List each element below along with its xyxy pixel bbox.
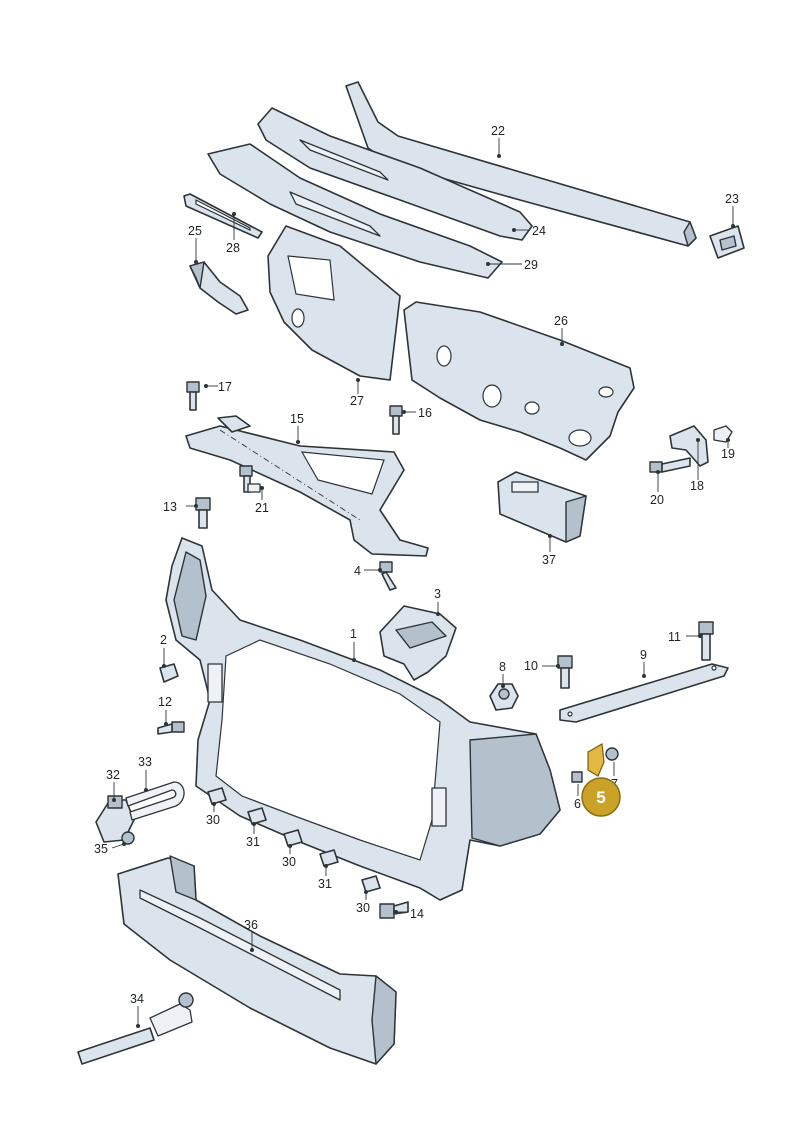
bolt-16 bbox=[389, 405, 403, 435]
callout-18: 18 bbox=[690, 479, 704, 493]
callout-20: 20 bbox=[650, 493, 664, 507]
leader-lines bbox=[111, 138, 735, 1028]
callout-3: 3 bbox=[434, 587, 441, 601]
part-35-nut bbox=[121, 831, 135, 845]
part-7-nut bbox=[605, 747, 619, 761]
bolt-17 bbox=[186, 381, 200, 411]
callout-23: 23 bbox=[725, 192, 739, 206]
part-18-bracket bbox=[669, 425, 709, 467]
part-19-clip bbox=[713, 425, 733, 443]
callout-28: 28 bbox=[226, 241, 240, 255]
callout-19: 19 bbox=[721, 447, 735, 461]
part-9-bar bbox=[559, 663, 729, 723]
callout-labels: 22 23 24 29 25 28 26 27 17 16 15 21 13 1… bbox=[94, 124, 739, 1006]
badge-circle bbox=[581, 777, 621, 817]
callout-30b: 30 bbox=[282, 855, 296, 869]
part-29-plenum-lower bbox=[207, 143, 503, 279]
callout-17: 17 bbox=[218, 380, 232, 394]
part-5-highlighted-bracket bbox=[587, 743, 605, 777]
callout-33: 33 bbox=[138, 755, 152, 769]
callout-31b: 31 bbox=[318, 877, 332, 891]
clip-30b bbox=[283, 829, 303, 847]
bolt-11 bbox=[698, 621, 714, 661]
part-33-u-bolt bbox=[125, 781, 185, 821]
part-23-clip bbox=[709, 225, 745, 259]
callout-32: 32 bbox=[106, 768, 120, 782]
clip-30c bbox=[361, 875, 381, 893]
clip-30a bbox=[207, 787, 227, 805]
callout-9: 9 bbox=[640, 648, 647, 662]
part-20-bolt bbox=[649, 457, 691, 473]
part-2-clip bbox=[159, 663, 179, 683]
callout-22: 22 bbox=[491, 124, 505, 138]
callout-8: 8 bbox=[499, 660, 506, 674]
bolt-12 bbox=[157, 721, 185, 735]
callout-11: 11 bbox=[668, 630, 681, 644]
part-27-insulation-left bbox=[267, 225, 401, 381]
callout-2: 2 bbox=[160, 633, 167, 647]
callout-16: 16 bbox=[418, 406, 432, 420]
callout-1: 1 bbox=[350, 627, 357, 641]
callout-35: 35 bbox=[94, 842, 108, 856]
callout-31a: 31 bbox=[246, 835, 260, 849]
part-3-bracket bbox=[379, 605, 457, 681]
part-26-insulation-right bbox=[403, 301, 635, 461]
highlight-badge-5[interactable]: 5 bbox=[581, 777, 621, 817]
callout-30c: 30 bbox=[356, 901, 370, 915]
callout-15: 15 bbox=[290, 412, 304, 426]
callout-24: 24 bbox=[532, 224, 546, 238]
bolt-4 bbox=[379, 561, 397, 591]
part-6-bolt bbox=[571, 771, 583, 783]
badge-label: 5 bbox=[596, 788, 605, 807]
assembly-line bbox=[219, 429, 361, 521]
callout-6: 6 bbox=[574, 797, 581, 811]
callout-25: 25 bbox=[188, 224, 202, 238]
callout-12: 12 bbox=[158, 695, 172, 709]
part-24-plenum-upper bbox=[257, 107, 533, 241]
part-25-bracket bbox=[189, 261, 249, 315]
clip-31a bbox=[247, 807, 267, 825]
callout-27: 27 bbox=[350, 394, 364, 408]
callout-29: 29 bbox=[524, 258, 538, 272]
callout-21: 21 bbox=[255, 501, 269, 515]
part-36-bumper-beam bbox=[117, 855, 397, 1065]
part-28-strip bbox=[183, 193, 263, 239]
callout-10: 10 bbox=[524, 659, 538, 673]
callout-37: 37 bbox=[542, 553, 556, 567]
callout-34: 34 bbox=[130, 992, 144, 1006]
callout-4: 4 bbox=[354, 564, 361, 578]
callout-30a: 30 bbox=[206, 813, 220, 827]
bolt-10 bbox=[557, 655, 573, 689]
clip-31b bbox=[319, 849, 339, 867]
part-1-front-carrier bbox=[165, 537, 561, 901]
part-8-mount bbox=[489, 683, 519, 711]
part-34-tow-eye bbox=[77, 992, 194, 1065]
bolt-14 bbox=[379, 901, 409, 919]
callout-26: 26 bbox=[554, 314, 568, 328]
part-32-lock bbox=[95, 795, 135, 843]
callout-14: 14 bbox=[410, 907, 424, 921]
part-15-cross-brace bbox=[185, 415, 429, 557]
callout-36: 36 bbox=[244, 918, 258, 932]
bolt-13 bbox=[195, 497, 211, 529]
callout-13: 13 bbox=[163, 500, 177, 514]
part-37-module bbox=[497, 471, 587, 543]
